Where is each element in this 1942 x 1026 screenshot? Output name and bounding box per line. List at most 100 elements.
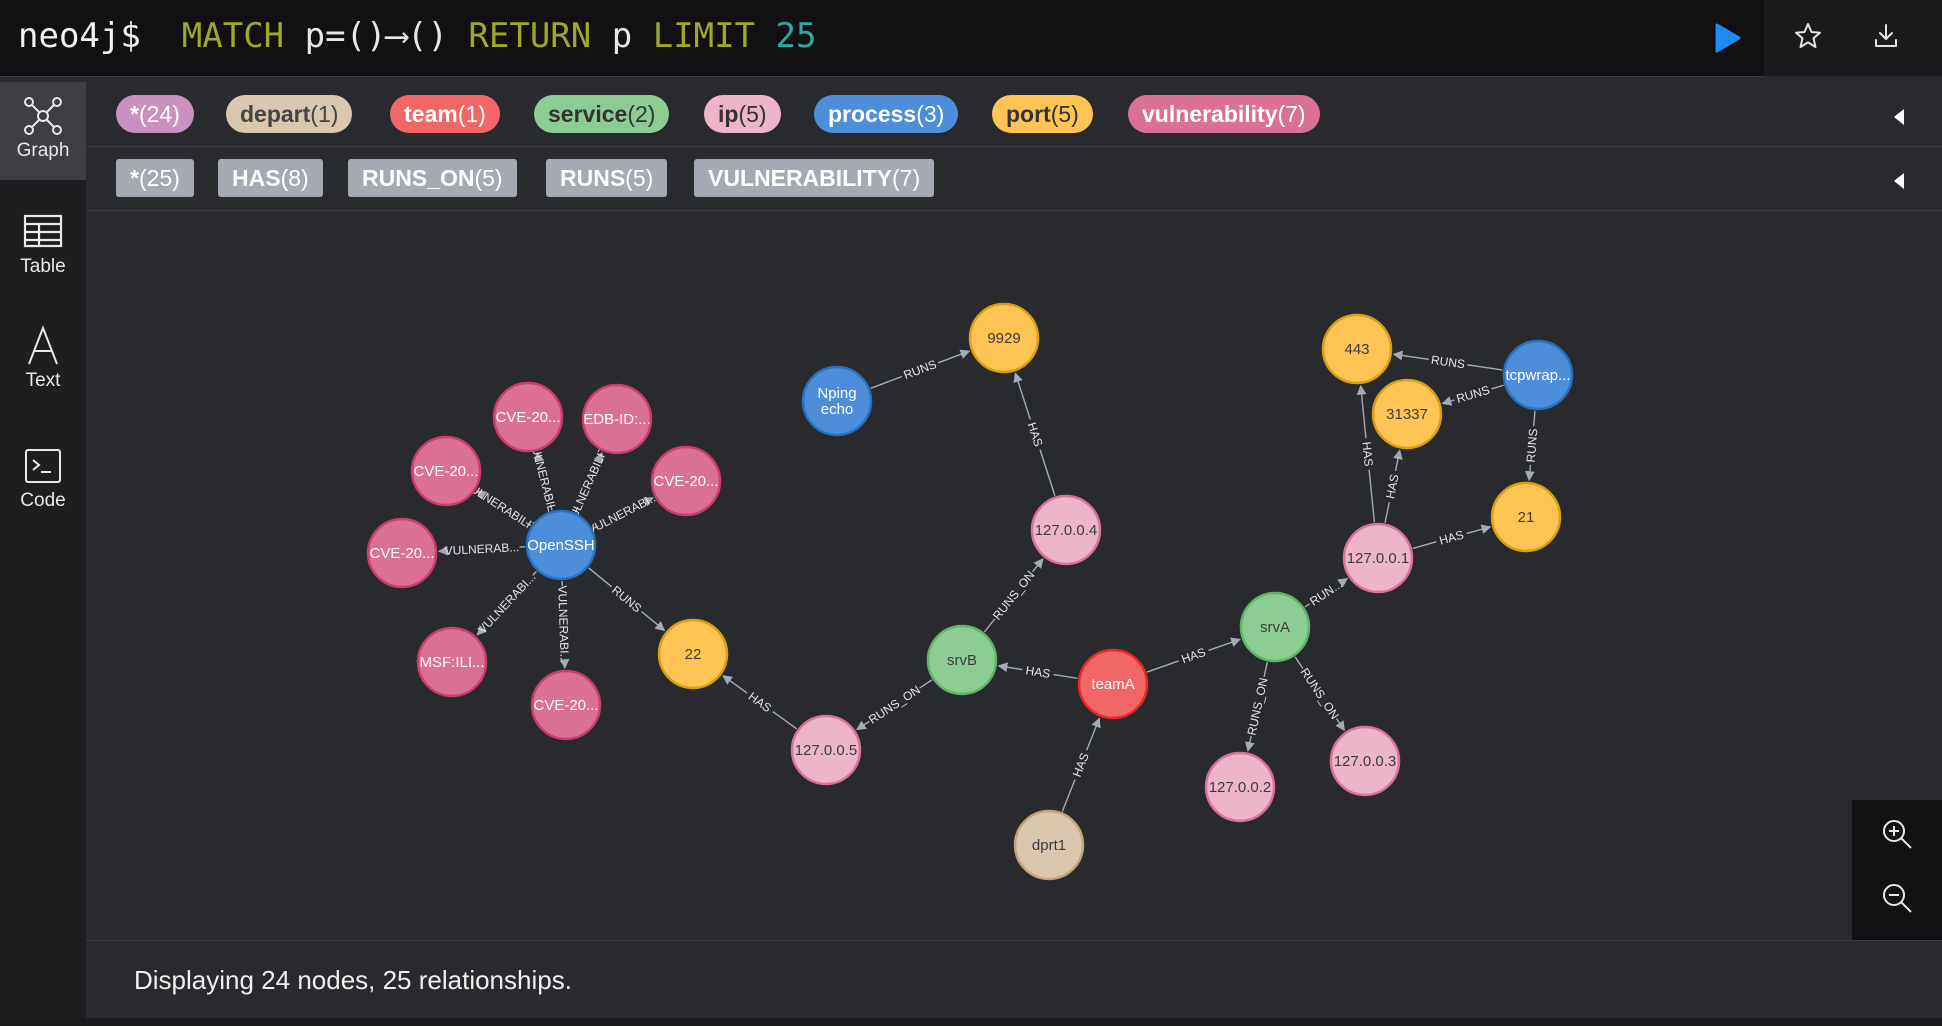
relationship-runs[interactable]: RUNS — [1392, 350, 1503, 372]
relationship-runs[interactable]: RUNS — [588, 567, 666, 632]
node-ip1[interactable]: 127.0.0.1 — [1342, 522, 1414, 594]
node-circle[interactable] — [926, 624, 998, 696]
relationship-run[interactable]: RUN... — [1304, 577, 1349, 609]
relationship-line[interactable] — [1412, 541, 1437, 550]
node-cve5[interactable]: CVE-20... — [530, 669, 602, 741]
play-icon[interactable] — [1710, 22, 1742, 54]
relationship-runs_on[interactable]: RUNS_ON — [856, 679, 933, 731]
node-ip2[interactable]: 127.0.0.2 — [1204, 751, 1276, 823]
relationship-runs_on[interactable]: RUNS_ON — [983, 558, 1044, 633]
relationship-arrow[interactable] — [476, 625, 487, 636]
node-edb[interactable]: EDB-ID:... — [581, 383, 653, 455]
relationship-arrow[interactable] — [476, 490, 488, 500]
node-circle[interactable] — [1371, 378, 1443, 450]
label-chip-depart[interactable]: depart(1) — [226, 95, 353, 133]
zoom-out-icon[interactable] — [1879, 880, 1915, 916]
relationship-has[interactable]: HAS — [1356, 384, 1376, 523]
download-icon[interactable] — [1870, 20, 1902, 52]
relationship-runs_on[interactable]: RUNS_ON — [1294, 656, 1345, 732]
node-circle[interactable] — [1490, 481, 1562, 553]
relationship-has[interactable]: HAS — [1412, 524, 1492, 550]
relationship-arrow[interactable] — [1335, 718, 1345, 732]
node-circle[interactable] — [1030, 494, 1102, 566]
relationship-runs_on[interactable]: RUNS_ON — [1244, 662, 1271, 752]
node-circle[interactable] — [1013, 809, 1085, 881]
relationship-has[interactable]: HAS — [722, 675, 798, 730]
relationship-line[interactable] — [574, 506, 579, 513]
relationship-line[interactable] — [1467, 364, 1503, 371]
node-cve3[interactable]: CVE-20... — [650, 445, 722, 517]
relationship-line[interactable] — [1053, 673, 1078, 680]
relationship-arrow[interactable] — [1208, 637, 1242, 652]
label-chip-all[interactable]: *(24) — [116, 95, 194, 133]
node-circle[interactable] — [1321, 313, 1393, 385]
node-circle[interactable] — [366, 517, 438, 589]
node-circle[interactable] — [1342, 522, 1414, 594]
label-chip-vulnerability[interactable]: vulnerability(7) — [1128, 95, 1320, 133]
relationship-arrow[interactable] — [856, 720, 870, 731]
node-dprt1[interactable]: dprt1 — [1013, 809, 1085, 881]
node-circle[interactable] — [530, 669, 602, 741]
node-openssh[interactable]: OpenSSH — [525, 509, 597, 581]
node-p443[interactable]: 443 — [1321, 313, 1393, 385]
node-circle[interactable] — [790, 714, 862, 786]
relationship-arrow[interactable] — [937, 349, 971, 364]
relationship-line[interactable] — [525, 521, 532, 527]
node-circle[interactable] — [968, 302, 1040, 374]
node-circle[interactable] — [581, 383, 653, 455]
relationship-has[interactable]: HAS — [1383, 449, 1403, 523]
relationship-arrow[interactable] — [1466, 524, 1492, 535]
relationship-has[interactable]: HAS — [1146, 637, 1242, 673]
node-p31337[interactable]: 31337 — [1371, 378, 1443, 450]
relationship-arrow[interactable] — [1356, 384, 1367, 439]
node-ip4[interactable]: 127.0.0.4 — [1030, 494, 1102, 566]
node-p22[interactable]: 22 — [657, 618, 729, 690]
node-teama[interactable]: teamA — [1077, 648, 1149, 720]
relationship-arrow[interactable] — [534, 451, 545, 463]
relationship-line[interactable] — [1532, 410, 1536, 427]
node-circle[interactable] — [1204, 751, 1276, 823]
relationship-line[interactable] — [532, 570, 537, 576]
query-bar[interactable]: neo4j$ MATCH p=()⟶() RETURN p LIMIT 25 — [0, 0, 1764, 77]
relationship-line[interactable] — [1263, 662, 1268, 678]
nav-text[interactable]: Text — [0, 312, 86, 410]
relationship-has[interactable]: HAS — [997, 662, 1078, 681]
relationship-arrow[interactable] — [593, 451, 603, 463]
node-cve1[interactable]: CVE-20... — [492, 381, 564, 453]
relationship-arrow[interactable] — [1086, 717, 1101, 751]
query-editor[interactable]: neo4j$ MATCH p=()⟶() RETURN p LIMIT 25 — [18, 14, 816, 58]
relationship-line[interactable] — [549, 504, 553, 511]
node-circle[interactable] — [1077, 648, 1149, 720]
relationship-arrow[interactable] — [641, 610, 666, 632]
relationship-line[interactable] — [983, 618, 996, 633]
relationship-arrow[interactable] — [997, 662, 1023, 673]
node-srva[interactable]: srvA — [1239, 591, 1311, 663]
star-icon[interactable] — [1792, 20, 1824, 52]
relationship-vulnerabi[interactable]: VULNERABI... — [585, 489, 661, 537]
label-chip-process[interactable]: process(3) — [814, 95, 959, 133]
relationship-line[interactable] — [1491, 384, 1504, 390]
node-circle[interactable] — [416, 626, 488, 698]
node-circle[interactable] — [525, 509, 597, 581]
relationship-line[interactable] — [1146, 660, 1179, 673]
rel-chip-has[interactable]: HAS(8) — [218, 159, 323, 197]
rel-chip-all[interactable]: *(25) — [116, 159, 194, 197]
relationship-arrow[interactable] — [1524, 464, 1535, 482]
node-circle[interactable] — [1329, 725, 1401, 797]
label-chip-team[interactable]: team(1) — [390, 95, 500, 133]
nav-code[interactable]: Code — [0, 432, 86, 530]
node-cve2[interactable]: CVE-20... — [410, 435, 482, 507]
node-circle[interactable] — [801, 365, 873, 437]
relationship-line[interactable] — [592, 525, 599, 530]
relationship-arrow[interactable] — [1245, 735, 1255, 752]
relationship-arrow[interactable] — [1032, 558, 1044, 573]
label-chip-port[interactable]: port(5) — [992, 95, 1093, 133]
relationship-line[interactable] — [1304, 603, 1310, 608]
relationship-arrow[interactable] — [1392, 350, 1429, 361]
relationship-vulnerab[interactable]: VULNERAB... — [437, 540, 526, 558]
node-ip5[interactable]: 127.0.0.5 — [790, 714, 862, 786]
relationship-runs[interactable]: RUNS — [1441, 383, 1504, 406]
relationship-line[interactable] — [588, 567, 613, 588]
relationship-line[interactable] — [1384, 501, 1390, 523]
collapse-caret-icon[interactable] — [1892, 108, 1906, 126]
